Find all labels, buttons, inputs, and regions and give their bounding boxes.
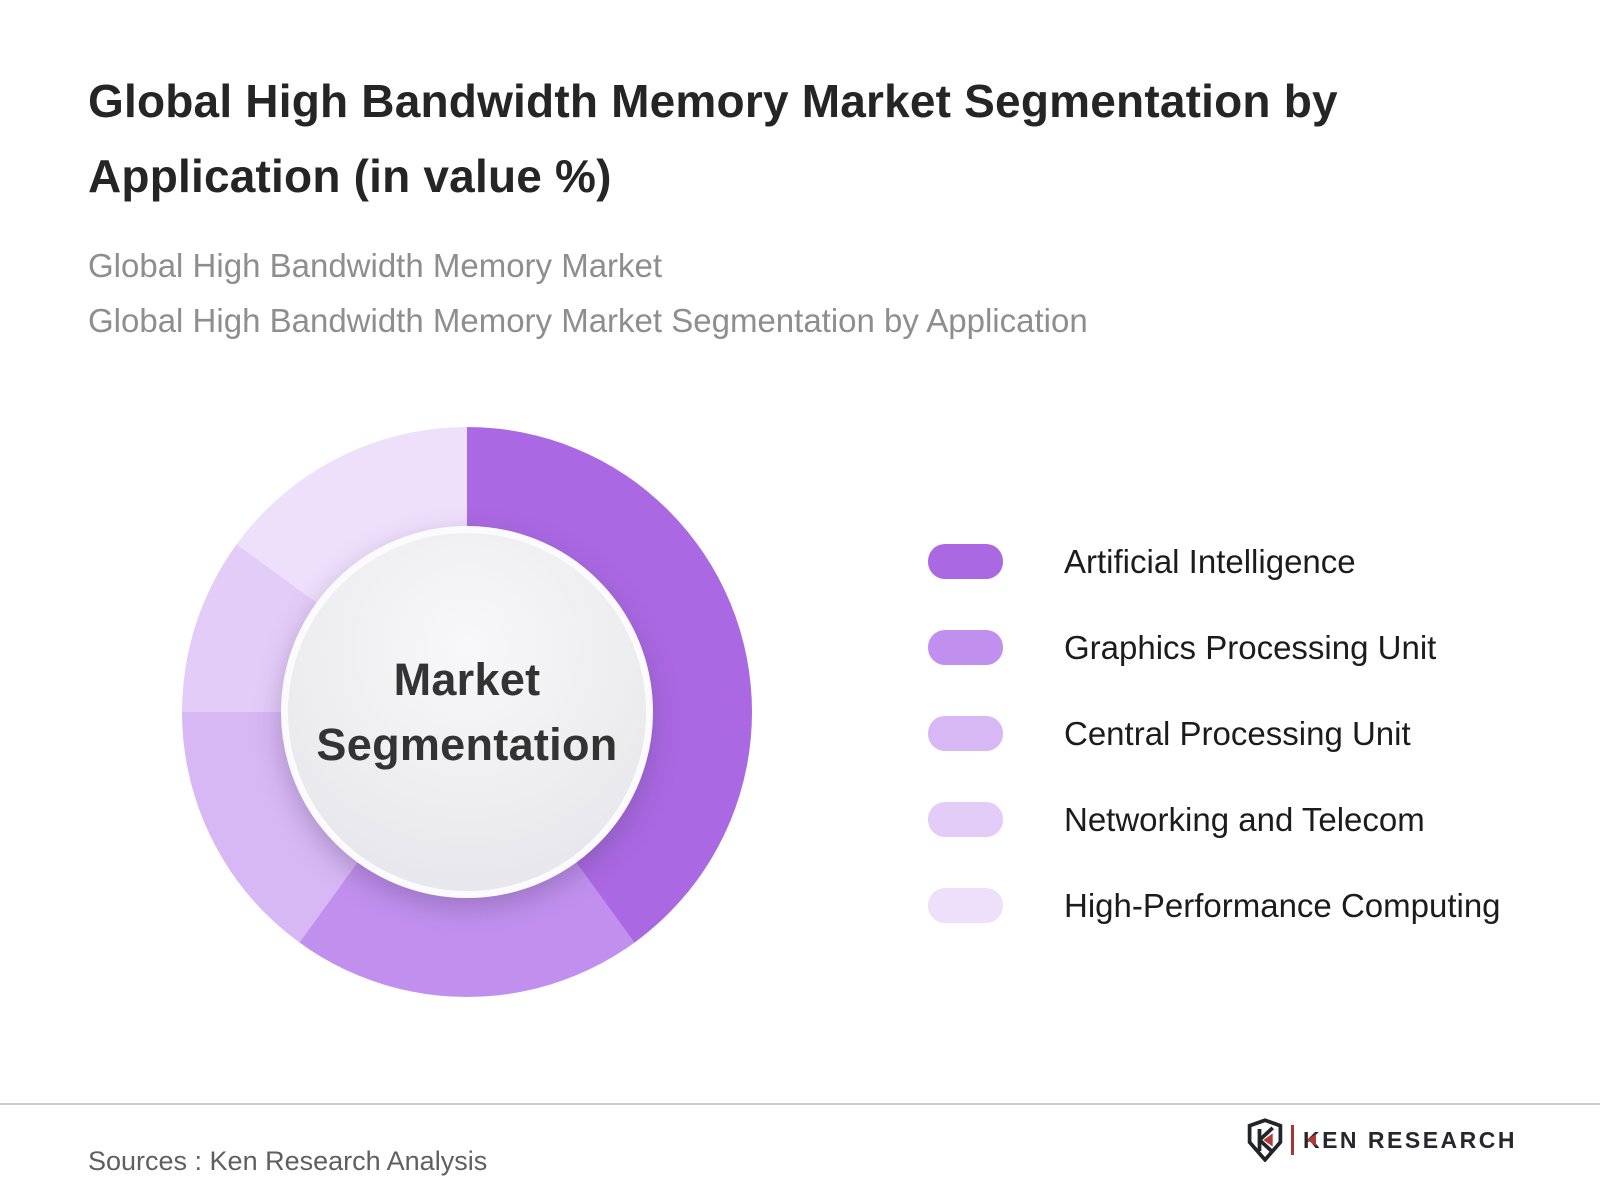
legend-swatch-icon — [928, 630, 1003, 665]
sources-note: Sources : Ken Research Analysis — [88, 1146, 488, 1176]
legend-item-networking-and-telecom: Networking and Telecom — [928, 800, 1501, 838]
legend-label: High-Performance Computing — [1064, 886, 1501, 924]
legend-swatch-icon — [928, 802, 1003, 837]
subtitle-line-1: Global High Bandwidth Memory Market — [88, 247, 663, 284]
legend-item-artificial-intelligence: Artificial Intelligence — [928, 542, 1501, 580]
legend-label: Artificial Intelligence — [1064, 542, 1356, 580]
donut-center-label-line2: Segmentation — [316, 719, 618, 770]
footer-divider — [0, 1103, 1600, 1105]
subtitle-block: Global High Bandwidth Memory Market Glob… — [88, 238, 1488, 348]
ken-research-shield-k-icon — [1247, 1118, 1283, 1162]
legend-label: Networking and Telecom — [1064, 800, 1425, 838]
legend-item-graphics-processing-unit: Graphics Processing Unit — [928, 628, 1501, 666]
donut-center-label-line1: Market — [393, 653, 541, 705]
legend-label: Graphics Processing Unit — [1064, 628, 1437, 666]
legend-swatch-icon — [928, 888, 1003, 923]
logo-divider-bar — [1290, 1125, 1294, 1155]
wordmark-text: KEN RESEARCH — [1302, 1126, 1517, 1153]
donut-chart: Market Segmentation — [182, 427, 752, 997]
subtitle-line-2: Global High Bandwidth Memory Market Segm… — [88, 302, 1088, 340]
legend-item-high-performance-computing: High-Performance Computing — [928, 886, 1501, 924]
ken-research-wordmark: KEN RESEARCH — [1303, 1127, 1517, 1154]
legend-swatch-icon — [928, 544, 1003, 579]
donut-center: Market Segmentation — [281, 526, 653, 898]
ken-research-logo: KEN RESEARCH — [1246, 1118, 1517, 1162]
legend-label: Central Processing Unit — [1064, 714, 1411, 752]
legend-swatch-icon — [928, 716, 1003, 751]
chart-legend: Artificial Intelligence Graphics Process… — [928, 542, 1501, 974]
page-title: Global High Bandwidth Memory Market Segm… — [88, 75, 1338, 202]
wordmark-k-red-triangle-icon — [1306, 1134, 1316, 1146]
legend-item-central-processing-unit: Central Processing Unit — [928, 714, 1501, 752]
